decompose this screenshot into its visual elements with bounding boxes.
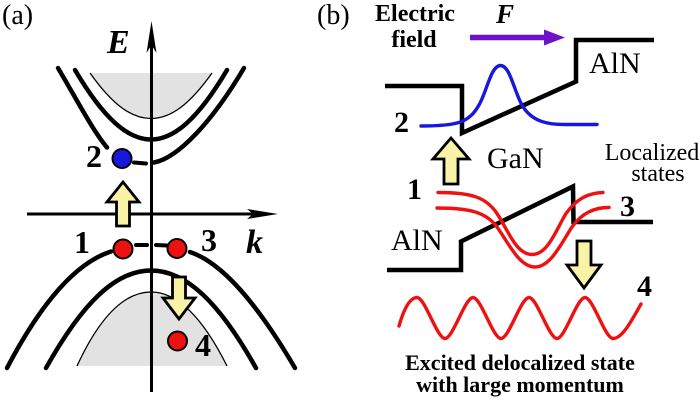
caption-line-1: Excited delocalized state <box>405 350 635 375</box>
caption-line-2: with large momentum <box>416 372 624 397</box>
electric-field-label-line1: Electric <box>375 1 455 27</box>
state-2-label-a: 2 <box>86 138 102 174</box>
energy-axis-arrowhead <box>146 21 157 53</box>
down-relaxation-arrow <box>160 275 198 322</box>
state-3-label-a: 3 <box>201 222 217 258</box>
localized-states-label-line1: Localized <box>605 140 700 166</box>
panel-b: (b) Electric field F AlN GaN AlN Localiz… <box>317 0 699 397</box>
conduction-subband-1-curve-right <box>151 65 247 165</box>
valence-subband-1-dash-right <box>154 243 169 248</box>
valence-subband-1-curve-right <box>187 249 298 371</box>
energy-axis-label: E <box>106 24 130 61</box>
momentum-axis-label: k <box>246 224 263 261</box>
panel-b-label: (b) <box>317 0 350 31</box>
electric-field-arrowhead <box>544 29 565 46</box>
well-label: GaN <box>487 142 544 175</box>
field-symbol: F <box>495 0 514 29</box>
electron-wavefunction-curve <box>419 63 599 128</box>
state-4-label-b: 4 <box>637 270 652 303</box>
valence-subband-1-curve-left <box>4 249 114 371</box>
localized-states-label-line2: states <box>631 161 684 187</box>
panel-a: (a) E k 1 2 3 4 <box>2 0 298 392</box>
down-relaxation-arrow-b <box>564 239 604 291</box>
state-4-dot <box>167 330 188 352</box>
conduction-band-profile <box>385 37 654 137</box>
electric-field-label-line2: field <box>391 27 437 53</box>
electron-state-2-dot <box>111 148 133 169</box>
panel-a-label: (a) <box>2 0 33 31</box>
barrier-label-bottom: AlN <box>391 224 443 257</box>
state-2-label-b: 2 <box>394 106 409 139</box>
barrier-label-top: AlN <box>589 47 641 80</box>
state-4-label-a: 4 <box>195 327 211 363</box>
conduction-subband-1-dash <box>132 160 148 166</box>
up-transition-arrow-b <box>429 135 473 186</box>
momentum-axis-arrowhead <box>247 209 278 219</box>
state-3-label-b: 3 <box>620 190 635 223</box>
hole-state-3-dot <box>166 238 188 259</box>
delocalized-wave-curve <box>397 295 643 341</box>
up-transition-arrow <box>104 179 142 228</box>
conduction-subband-1-curve-left <box>55 65 110 150</box>
state-1-label-b: 1 <box>407 173 422 206</box>
hole-state-1-dot <box>112 238 134 260</box>
hole-wavefunction-curve-2 <box>435 205 611 269</box>
hole-wavefunction-curve-1 <box>436 190 605 257</box>
valence-band-profile <box>387 182 653 273</box>
state-1-label-a: 1 <box>74 224 90 260</box>
